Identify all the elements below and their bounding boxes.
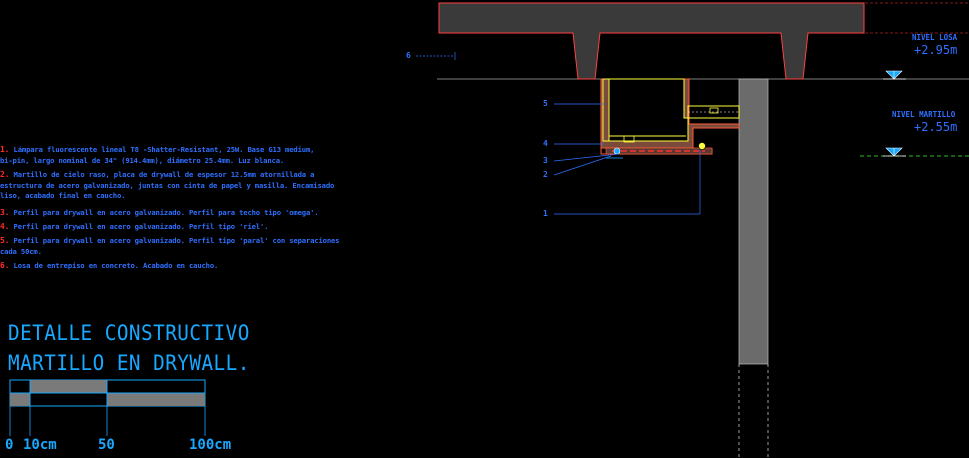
note-6: 6. Losa de entrepiso en concreto. Acabad… <box>0 261 218 272</box>
note-2: 2. Martillo de cielo raso, placa de dryw… <box>0 170 334 202</box>
graphic-scale-bar <box>9 379 206 436</box>
note-number: 4. <box>0 222 10 231</box>
callout-2: 2 <box>543 170 548 179</box>
drywall-inner-cavity <box>608 78 689 142</box>
note-line: liso, acabado final en caucho. <box>0 191 126 200</box>
level-martillo-name: NIVEL MARTILLO <box>892 110 956 119</box>
callout-6: 6 <box>406 51 411 60</box>
callout-5: 5 <box>543 99 548 108</box>
paral-profile <box>602 78 610 142</box>
note-number: 6. <box>0 261 10 270</box>
lamp-pin-right <box>698 142 706 150</box>
scale-label-0: 0 <box>5 437 14 453</box>
note-line: Perfil para drywall en acero galvanizado… <box>13 208 319 217</box>
concrete-column <box>738 78 769 365</box>
note-number: 2. <box>0 170 10 179</box>
level-martillo-value: +2.55m <box>914 120 958 134</box>
note-line: Perfil para drywall en acero galvanizado… <box>13 236 340 245</box>
scale-label-100cm: 100cm <box>189 437 232 453</box>
level-slab-value: +2.95m <box>914 43 958 57</box>
drawing-title-line2: MARTILLO EN DRYWALL. <box>8 351 250 375</box>
note-4: 4. Perfil para drywall en acero galvaniz… <box>0 222 268 233</box>
omega-clip <box>709 107 719 114</box>
level-marker-martillo <box>883 147 906 157</box>
callout-leaders <box>416 52 701 215</box>
concrete-slab <box>438 2 865 80</box>
note-line: bi-pin, largo nominal de 34" (914.4mm), … <box>0 155 285 165</box>
note-line: Martillo de cielo raso, placa de drywall… <box>13 170 315 179</box>
note-3: 3. Perfil para drywall en acero galvaniz… <box>0 208 319 219</box>
note-number: 1. <box>0 145 10 154</box>
callout-1: 1 <box>543 209 548 218</box>
note-number: 3. <box>0 208 10 217</box>
lower-clip <box>623 135 635 143</box>
level-slab-name: NIVEL LOSA <box>912 33 958 42</box>
scale-label-10cm: 10cm <box>23 437 57 453</box>
drawing-title-line1: DETALLE CONSTRUCTIVO <box>8 321 250 345</box>
callout-4: 4 <box>543 139 548 148</box>
note-1: 1. Lámpara fluorescente lineal T8 -Shatt… <box>0 145 314 166</box>
note-line: cada 50cm. <box>0 246 42 256</box>
lamp-pin-left <box>613 147 621 155</box>
note-line: Perfil para drywall en acero galvanizado… <box>13 222 269 231</box>
scale-label-50: 50 <box>98 437 115 453</box>
note-line: Losa de entrepiso en concreto. Acabado e… <box>13 261 219 270</box>
note-line: estructura de acero galvanizado, juntas … <box>0 180 335 190</box>
callout-3: 3 <box>543 156 548 165</box>
drywall-martillo <box>600 78 740 159</box>
note-line: Lámpara fluorescente lineal T8 -Shatter-… <box>13 145 315 154</box>
level-marker-slab <box>883 70 906 80</box>
note-number: 5. <box>0 236 10 245</box>
note-5: 5. Perfil para drywall en acero galvaniz… <box>0 236 340 257</box>
